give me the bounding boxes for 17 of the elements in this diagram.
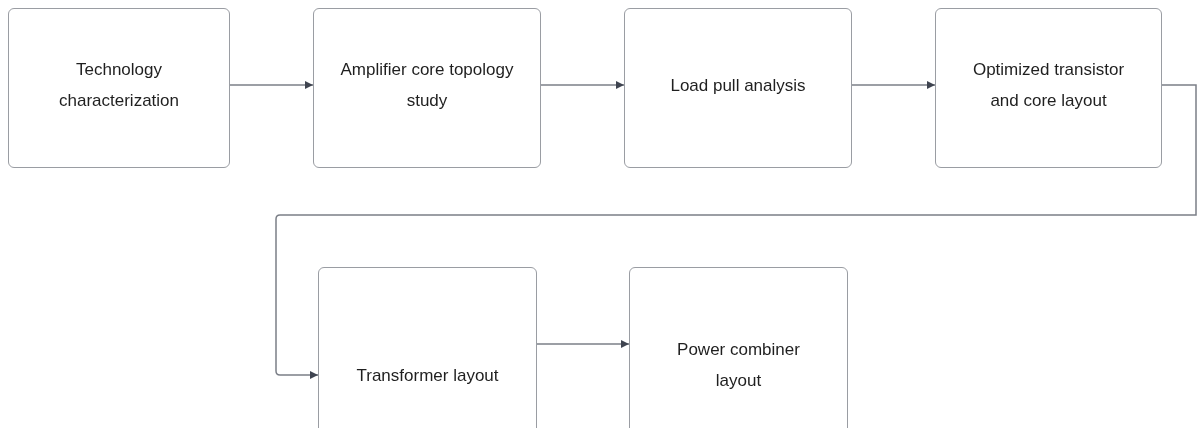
process-box	[313, 8, 541, 168]
process-box	[629, 267, 848, 428]
process-box	[8, 8, 230, 168]
box-label: Optimized transistor and core layout	[971, 59, 1126, 112]
box-label: Transformer layout	[356, 364, 499, 387]
arrow	[275, 84, 1197, 379]
arrow	[851, 81, 936, 89]
process-box	[318, 267, 537, 428]
process-box	[624, 8, 852, 168]
arrow	[540, 81, 625, 89]
box-label: Amplifier core topology study	[339, 59, 515, 112]
arrow	[536, 340, 630, 348]
box-label: Power combiner layout	[676, 339, 801, 392]
arrow	[229, 81, 314, 89]
box-label: Load pull analysis	[670, 74, 806, 97]
box-label: Technology characterization	[58, 59, 180, 112]
process-box	[935, 8, 1162, 168]
